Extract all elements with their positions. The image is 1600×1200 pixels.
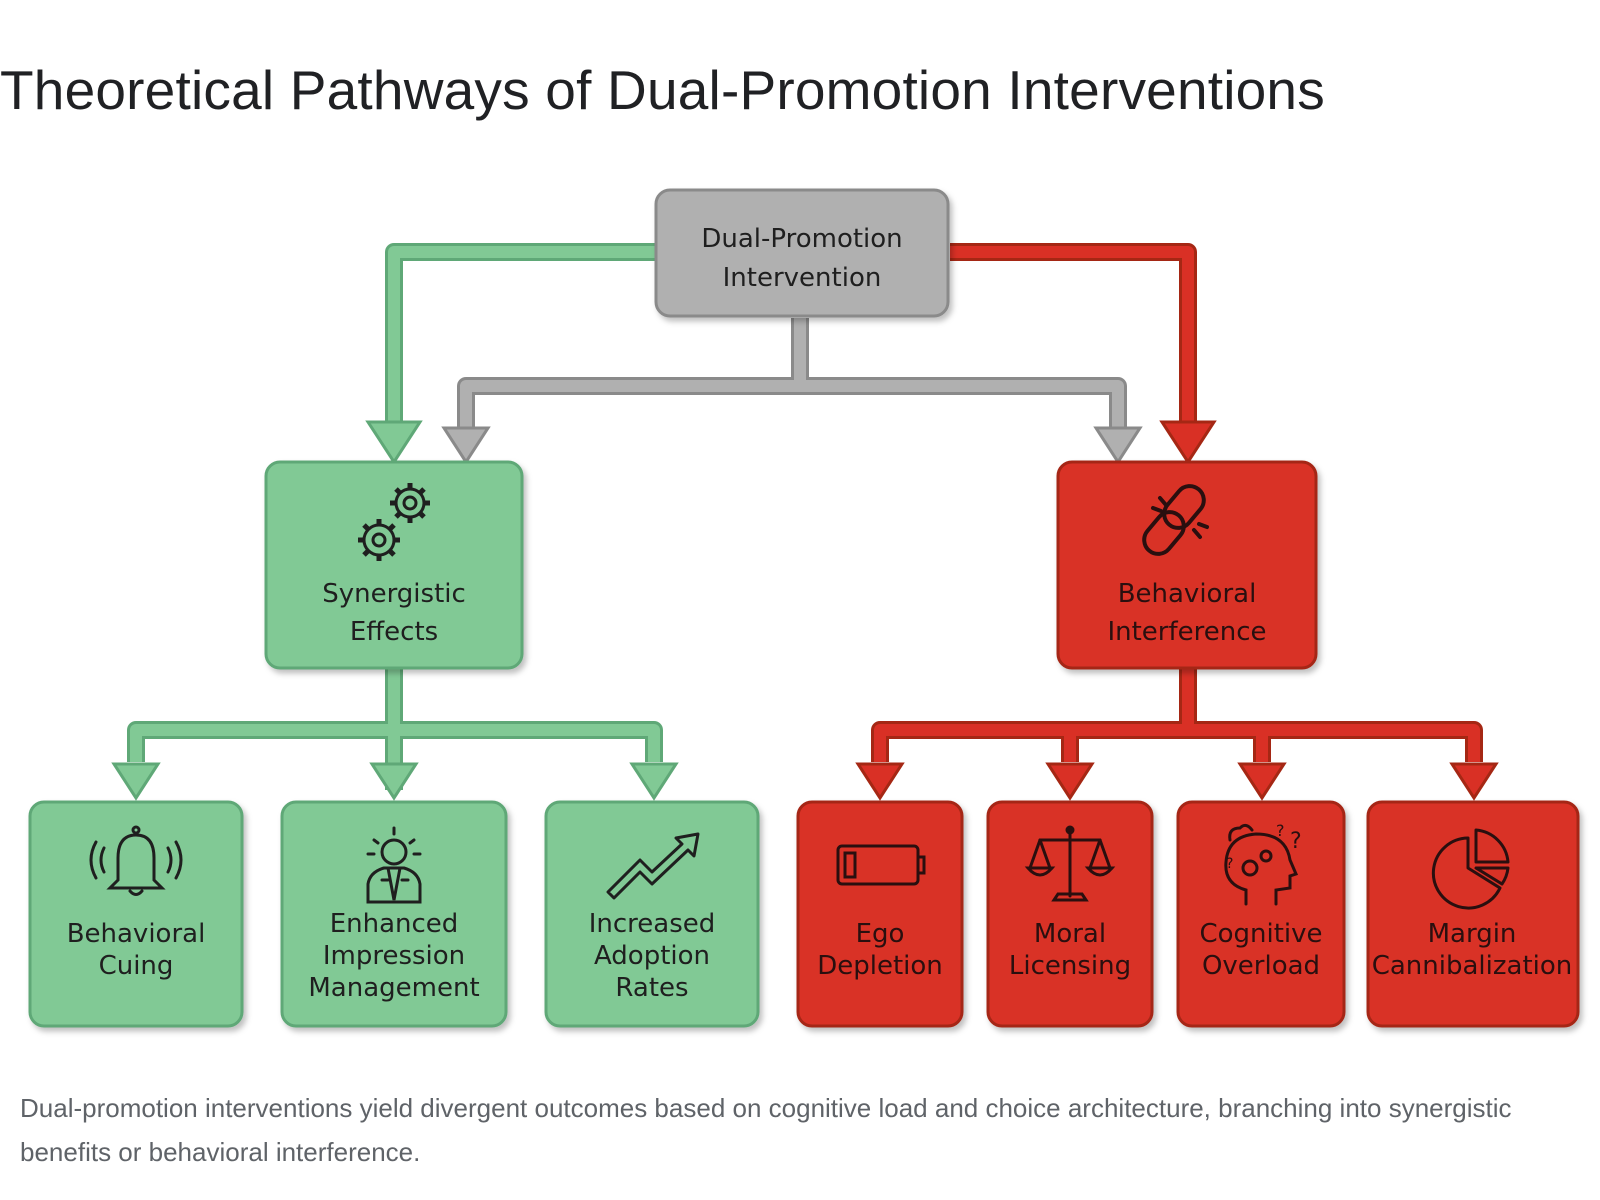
node-root: Dual-Promotion Intervention <box>654 188 950 318</box>
leaf-behavioral-cuing: Behavioral Cuing <box>28 800 244 1028</box>
leaf-cognitive-overload: ? ? ? Cognitive Overload <box>1176 800 1346 1028</box>
connector-root-synergy-green <box>385 243 658 428</box>
svg-text:?: ? <box>1226 856 1233 872</box>
leaf-iar-line-2: Adoption <box>594 941 710 971</box>
arrowhead-gray-left <box>441 426 491 465</box>
arrowhead-green-synergy <box>365 420 423 465</box>
node-interference-line-2: Interference <box>1107 617 1266 647</box>
leaf-margin-cannibalization-line-1: Margin <box>1428 919 1517 949</box>
person-idea-icon <box>366 826 422 904</box>
head-gears-icon: ? ? ? <box>1224 821 1302 906</box>
leaf-moral-licensing-line-2: Licensing <box>1009 951 1131 981</box>
node-interference-line-1: Behavioral <box>1118 579 1257 609</box>
bell-icon <box>89 825 183 896</box>
leaf-enhanced-impression-management: Enhanced Impression Management <box>280 800 508 1028</box>
scales-icon <box>1024 825 1116 902</box>
figure-caption: Dual-promotion interventions yield diver… <box>20 1093 1512 1167</box>
leaf-ego-depletion-line-1: Ego <box>856 919 905 949</box>
node-synergy-line-2: Effects <box>350 617 438 647</box>
arrowhead-gray-right <box>1093 426 1143 465</box>
gears-icon <box>358 483 430 561</box>
pathway-diagram: Dual-Promotion Intervention Synergistic <box>28 188 1580 1028</box>
leaf-ego-depletion-line-2: Depletion <box>817 951 943 981</box>
leaf-moral-licensing: Moral Licensing <box>986 800 1154 1028</box>
leaf-eim-line-1: Enhanced <box>330 909 459 939</box>
trend-arrow-icon <box>606 832 700 900</box>
arrowhead-red-interference <box>1159 420 1217 465</box>
leaf-increased-adoption-rates: Increased Adoption Rates <box>544 800 760 1028</box>
diagram-canvas: Dual-Promotion Intervention Synergistic <box>28 188 1580 1028</box>
leaf-iar-line-3: Rates <box>615 973 688 1003</box>
pie-chart-icon <box>1431 828 1510 910</box>
connector-interference-children <box>871 668 1483 762</box>
node-behavioral-interference: Behavioral Interference <box>1056 460 1318 670</box>
node-synergy-line-1: Synergistic <box>322 579 466 609</box>
node-root-line-1: Dual-Promotion <box>701 224 902 254</box>
svg-text:?: ? <box>1276 821 1285 840</box>
leaf-margin-cannibalization-line-2: Cannibalization <box>1372 951 1573 981</box>
svg-text:?: ? <box>1290 829 1302 854</box>
leaf-behavioral-cuing-line-2: Cuing <box>99 951 174 981</box>
leaf-eim-line-2: Impression <box>323 941 465 971</box>
leaf-margin-cannibalization: Margin Cannibalization <box>1366 800 1580 1028</box>
node-root-line-2: Intervention <box>723 263 882 293</box>
page-title: Theoretical Pathways of Dual-Promotion I… <box>0 59 1325 121</box>
broken-chain-icon <box>1142 484 1209 556</box>
low-battery-icon <box>836 844 926 886</box>
connector-root-interference-red <box>950 243 1197 428</box>
leaf-moral-licensing-line-1: Moral <box>1034 919 1106 949</box>
leaf-eim-line-3: Management <box>308 973 479 1003</box>
leaf-ego-depletion: Ego Depletion <box>796 800 964 1028</box>
node-synergistic-effects: Synergistic Effects <box>264 460 524 670</box>
leaf-iar-line-1: Increased <box>589 909 716 939</box>
leaf-behavioral-cuing-line-1: Behavioral <box>67 919 206 949</box>
leaf-cognitive-overload-line-2: Overload <box>1202 951 1320 981</box>
connectors <box>111 243 1499 801</box>
leaf-cognitive-overload-line-1: Cognitive <box>1199 919 1322 949</box>
connector-root-gray <box>457 318 1127 432</box>
